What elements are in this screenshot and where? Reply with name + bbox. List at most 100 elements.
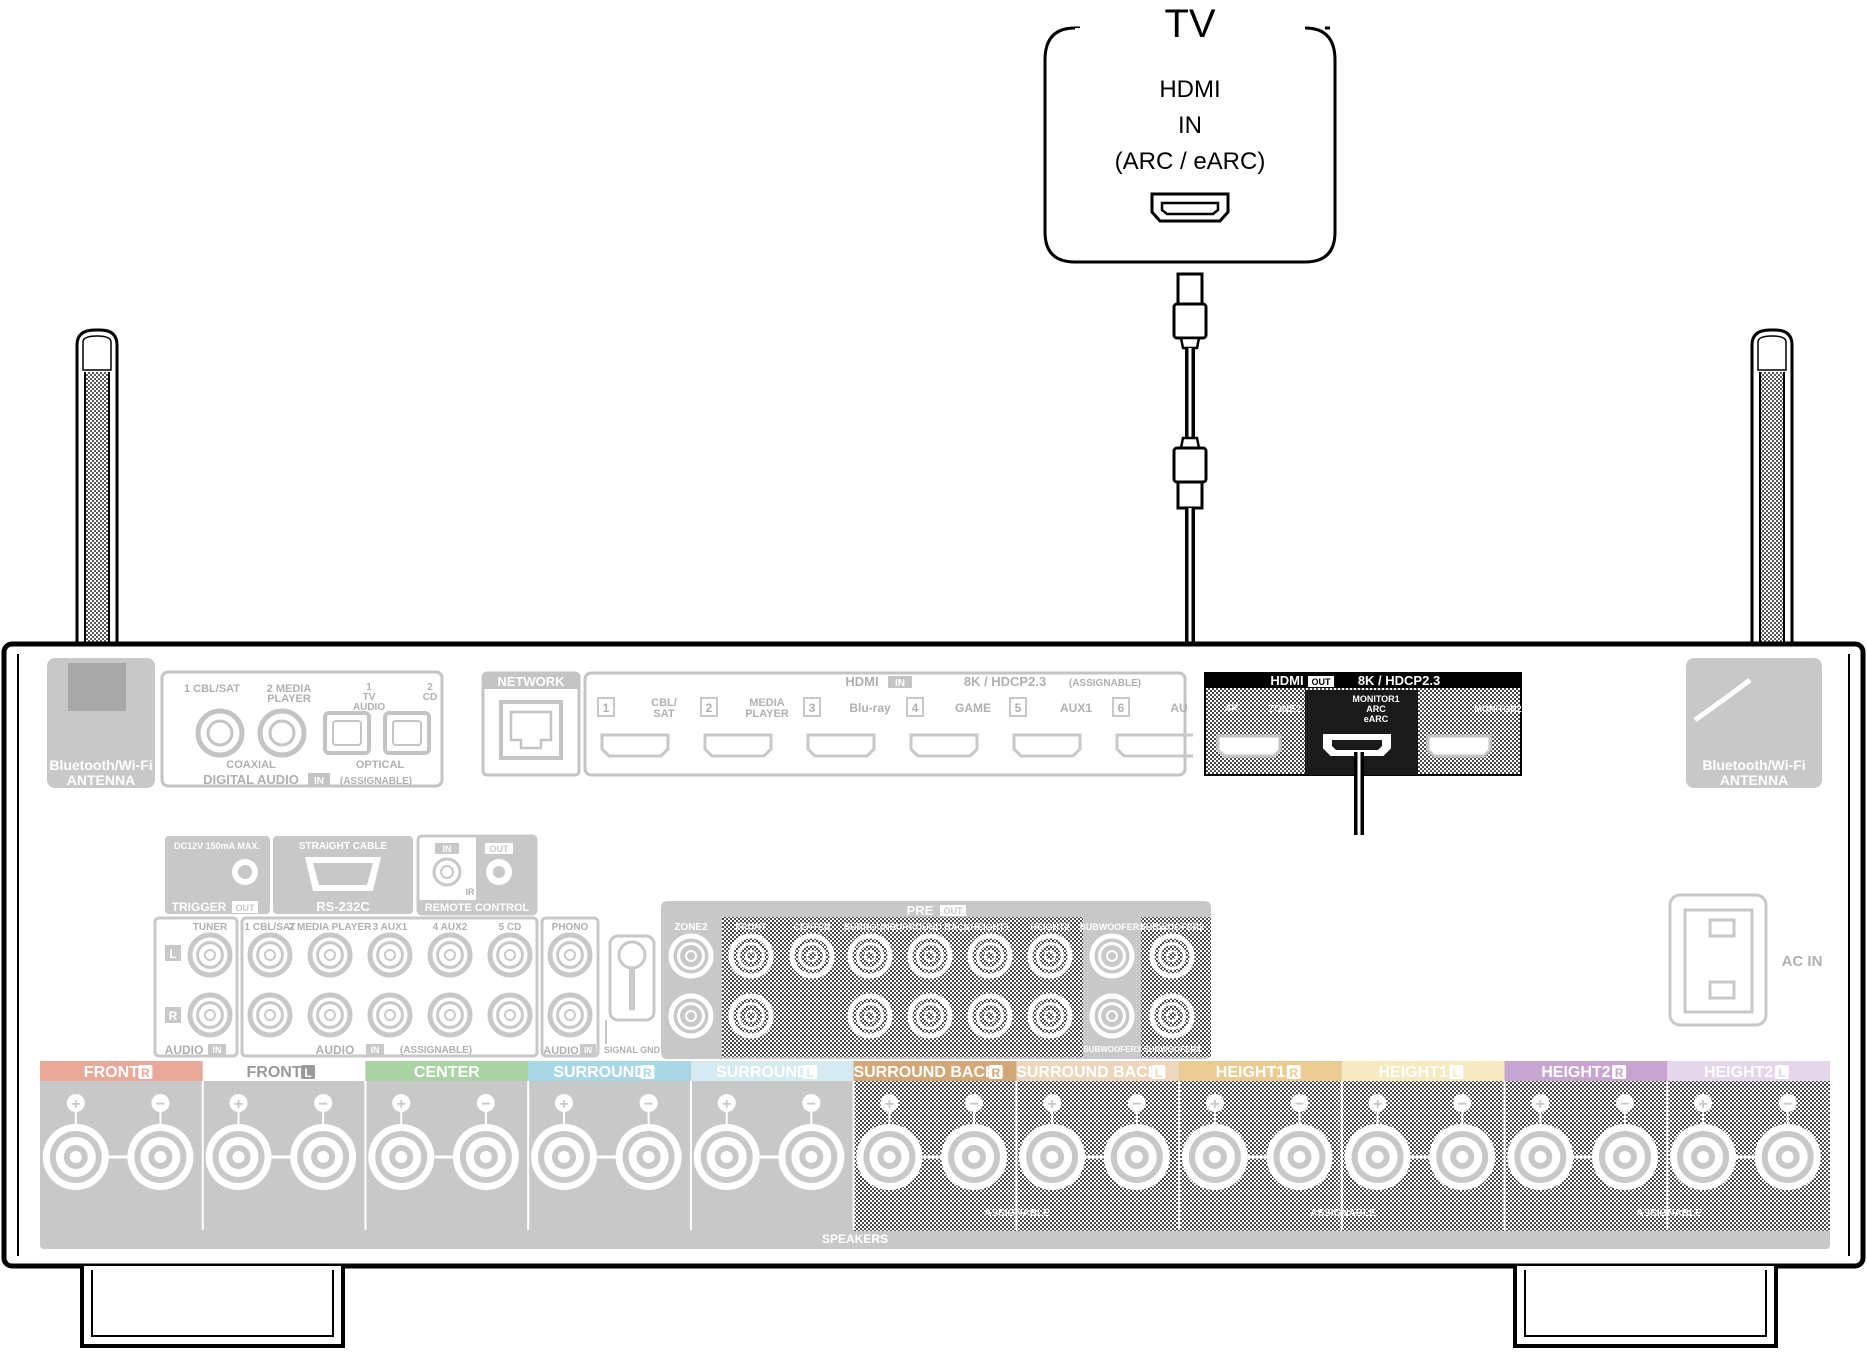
- svg-text:SIGNAL GND: SIGNAL GND: [604, 1045, 661, 1055]
- signal-gnd-terminal[interactable]: [605, 934, 656, 1044]
- pre-out-jack[interactable]: [847, 993, 893, 1039]
- audio-in-jack-l[interactable]: [427, 932, 473, 978]
- hdmi-in-name: GAME: [955, 701, 991, 715]
- audio-in-jack-l[interactable]: [187, 932, 233, 978]
- tv-arc-label: (ARC / eARC): [1115, 148, 1266, 175]
- tv-hdmi-port[interactable]: [1150, 192, 1230, 223]
- hdmi-in-port[interactable]: [703, 733, 773, 758]
- speaker-terminal-minus[interactable]: −: [127, 1094, 194, 1190]
- pre-out-jack[interactable]: [789, 933, 835, 979]
- ac-in-inlet[interactable]: AC IN: [1668, 893, 1822, 1027]
- svg-text:8K / HDCP2.3: 8K / HDCP2.3: [964, 674, 1046, 689]
- speaker-assignable-label: ASSIGNABLE: [1310, 1208, 1376, 1219]
- svg-text:+: +: [1047, 1096, 1056, 1113]
- audio-in-jack-l[interactable]: [487, 932, 533, 978]
- speaker-terminal-minus[interactable]: −: [452, 1094, 519, 1190]
- pre-out-jack[interactable]: [1089, 933, 1135, 979]
- pre-out-jack[interactable]: [967, 933, 1013, 979]
- speaker-terminal-minus[interactable]: −: [1429, 1094, 1496, 1190]
- pre-out-jack[interactable]: [907, 993, 953, 1039]
- speaker-side-label: R: [1289, 1066, 1298, 1080]
- pre-out-jack[interactable]: [907, 933, 953, 979]
- svg-text:1 CBL/SAT: 1 CBL/SAT: [184, 683, 240, 695]
- speaker-terminal-minus[interactable]: −: [1103, 1094, 1170, 1190]
- pre-out-jack[interactable]: [1149, 993, 1195, 1039]
- hdmi-in-number: 4: [912, 701, 919, 715]
- audio-in-jack-l[interactable]: [547, 932, 593, 978]
- speaker-terminal-minus[interactable]: −: [1754, 1094, 1821, 1190]
- speaker-terminal-plus[interactable]: +: [856, 1094, 923, 1190]
- speaker-terminal-minus[interactable]: −: [778, 1094, 845, 1190]
- speaker-terminal-plus[interactable]: +: [1507, 1094, 1574, 1190]
- pre-out-jack[interactable]: [847, 933, 893, 979]
- audio-in-jack-l[interactable]: [247, 932, 293, 978]
- coaxial-jack-1[interactable]: [195, 708, 245, 758]
- hdmi-in-port[interactable]: [806, 733, 876, 758]
- pre-out-jack[interactable]: [1149, 933, 1195, 979]
- audio-in-jack-r[interactable]: [487, 992, 533, 1038]
- audio-in-jack-l[interactable]: [307, 932, 353, 978]
- remote-in-jack[interactable]: [432, 857, 462, 887]
- hdmi-in-port[interactable]: [909, 733, 979, 758]
- svg-text:+: +: [1210, 1096, 1219, 1113]
- speaker-terminal-minus[interactable]: −: [1266, 1094, 1333, 1190]
- speaker-terminal-plus[interactable]: +: [1181, 1094, 1248, 1190]
- speaker-header: [40, 1061, 203, 1081]
- coaxial-jack-2[interactable]: [257, 708, 307, 758]
- speaker-terminal-plus[interactable]: +: [1019, 1094, 1086, 1190]
- svg-text:OUT: OUT: [236, 903, 256, 913]
- speaker-terminal-minus[interactable]: −: [615, 1094, 682, 1190]
- speaker-terminal-plus[interactable]: +: [1670, 1094, 1737, 1190]
- pre-out-jack[interactable]: [728, 933, 774, 979]
- speaker-side-label: L: [1155, 1066, 1162, 1080]
- pre-out-zone2-jack[interactable]: [668, 993, 714, 1039]
- svg-text:4K: 4K: [1225, 703, 1239, 715]
- pre-out-jack[interactable]: [728, 993, 774, 1039]
- audio-in-jack-l[interactable]: [367, 932, 413, 978]
- pre-out-jack[interactable]: [1027, 993, 1073, 1039]
- speaker-side-badge: [138, 1065, 153, 1079]
- audio-in-jack-r[interactable]: [307, 992, 353, 1038]
- audio-in-jack-r[interactable]: [367, 992, 413, 1038]
- pre-out-jack[interactable]: [967, 993, 1013, 1039]
- hdmi-in-port[interactable]: [600, 733, 670, 758]
- speaker-terminal-plus[interactable]: +: [42, 1094, 109, 1190]
- speaker-header: [1504, 1061, 1668, 1081]
- svg-text:R: R: [169, 1009, 178, 1023]
- network-port[interactable]: NETWORK: [481, 671, 581, 777]
- svg-text:2 MEDIA: 2 MEDIA: [267, 683, 312, 695]
- speaker-terminal-plus[interactable]: +: [693, 1094, 760, 1190]
- optical-jack-2[interactable]: [383, 711, 431, 755]
- optical-jack-1[interactable]: [323, 711, 371, 755]
- speaker-terminal-plus[interactable]: +: [368, 1094, 435, 1190]
- hdmi-out-monitor2-port[interactable]: [1426, 734, 1492, 758]
- hdmi-in-port[interactable]: [1115, 733, 1193, 758]
- pre-out-jack[interactable]: [1027, 933, 1073, 979]
- speaker-terminal-plus[interactable]: +: [530, 1094, 597, 1190]
- speaker-terminal-minus[interactable]: −: [941, 1094, 1008, 1190]
- speaker-terminal-plus[interactable]: +: [205, 1094, 272, 1190]
- svg-text:RS-232C: RS-232C: [316, 899, 370, 914]
- audio-in-label: 3 AUX1: [373, 922, 408, 933]
- svg-text:OPTICAL: OPTICAL: [356, 759, 405, 771]
- speaker-terminal-plus[interactable]: +: [1344, 1094, 1411, 1190]
- speaker-terminal-minus[interactable]: −: [290, 1094, 357, 1190]
- rs232c-port[interactable]: STRAIGHT CABLE RS-232C: [273, 836, 413, 914]
- speaker-header-label: SURROUND BACK: [1016, 1064, 1160, 1081]
- hdmi-in-name: MEDIA: [749, 697, 785, 709]
- pre-out-zone2-jack[interactable]: [668, 933, 714, 979]
- hdmi-in-number-box: [906, 697, 924, 717]
- svg-text:+: +: [397, 1096, 406, 1113]
- hdmi-out-zone2-port[interactable]: [1216, 734, 1282, 758]
- audio-in-jack-r[interactable]: [547, 992, 593, 1038]
- speaker-header: [1667, 1061, 1830, 1081]
- audio-in-jack-r[interactable]: [247, 992, 293, 1038]
- antenna-label-left: Bluetooth/Wi-Fi ANTENNA: [47, 658, 155, 788]
- pre-out-jack[interactable]: [1089, 993, 1135, 1039]
- audio-in-jack-r[interactable]: [427, 992, 473, 1038]
- speaker-terminal-minus[interactable]: −: [1591, 1094, 1658, 1190]
- tv-hdmi-label: HDMI: [1159, 76, 1220, 103]
- speaker-header-label: FRONT: [247, 1064, 302, 1081]
- audio-in-jack-r[interactable]: [187, 992, 233, 1038]
- hdmi-in-port[interactable]: [1012, 733, 1082, 758]
